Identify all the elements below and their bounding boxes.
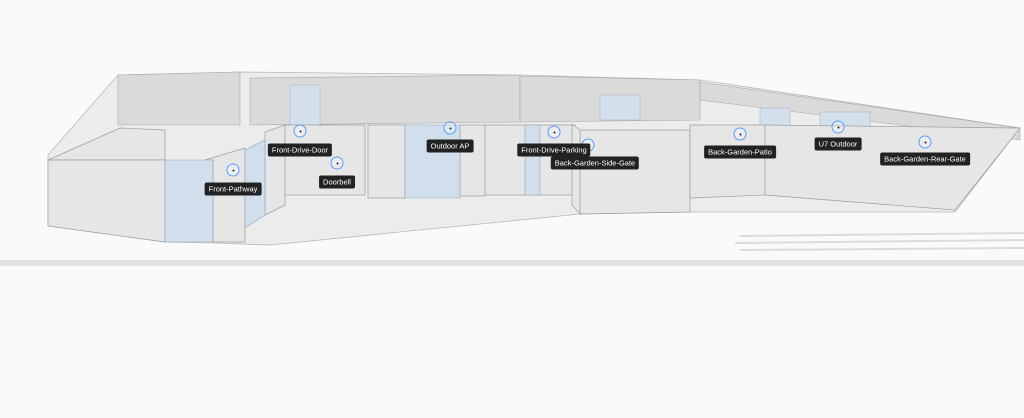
front-glass (164, 124, 541, 243)
device-label-front-drive-door[interactable]: Front-Drive-Door (267, 143, 333, 157)
device-marker-u7-outdoor[interactable] (831, 120, 845, 134)
ground-markings (734, 232, 1024, 251)
device-marker-back-garden-rear-gate[interactable] (918, 135, 932, 149)
device-label-front-drive-parking[interactable]: Front-Drive-Parking (517, 143, 591, 157)
device-label-doorbell[interactable]: Doorbell (319, 175, 355, 189)
device-label-back-garden-rear-gate[interactable]: Back-Garden-Rear-Gate (880, 152, 970, 166)
device-label-u7-outdoor[interactable]: U7 Outdoor (814, 137, 862, 151)
device-marker-front-drive-door[interactable] (293, 124, 307, 138)
device-marker-back-garden-patio[interactable] (733, 127, 747, 141)
device-marker-doorbell[interactable] (330, 156, 344, 170)
device-label-outdoor-ap[interactable]: Outdoor AP (426, 139, 474, 153)
device-label-front-pathway[interactable]: Front-Pathway (204, 182, 262, 196)
ground-edge (0, 260, 1024, 266)
device-marker-front-drive-parking[interactable] (547, 125, 561, 139)
device-label-back-garden-side-gate[interactable]: Back-Garden-Side-Gate (550, 156, 640, 170)
interior-glass (289, 84, 871, 129)
device-marker-front-pathway[interactable] (226, 163, 240, 177)
device-marker-outdoor-ap[interactable] (443, 121, 457, 135)
device-label-back-garden-patio[interactable]: Back-Garden-Patio (704, 145, 776, 159)
